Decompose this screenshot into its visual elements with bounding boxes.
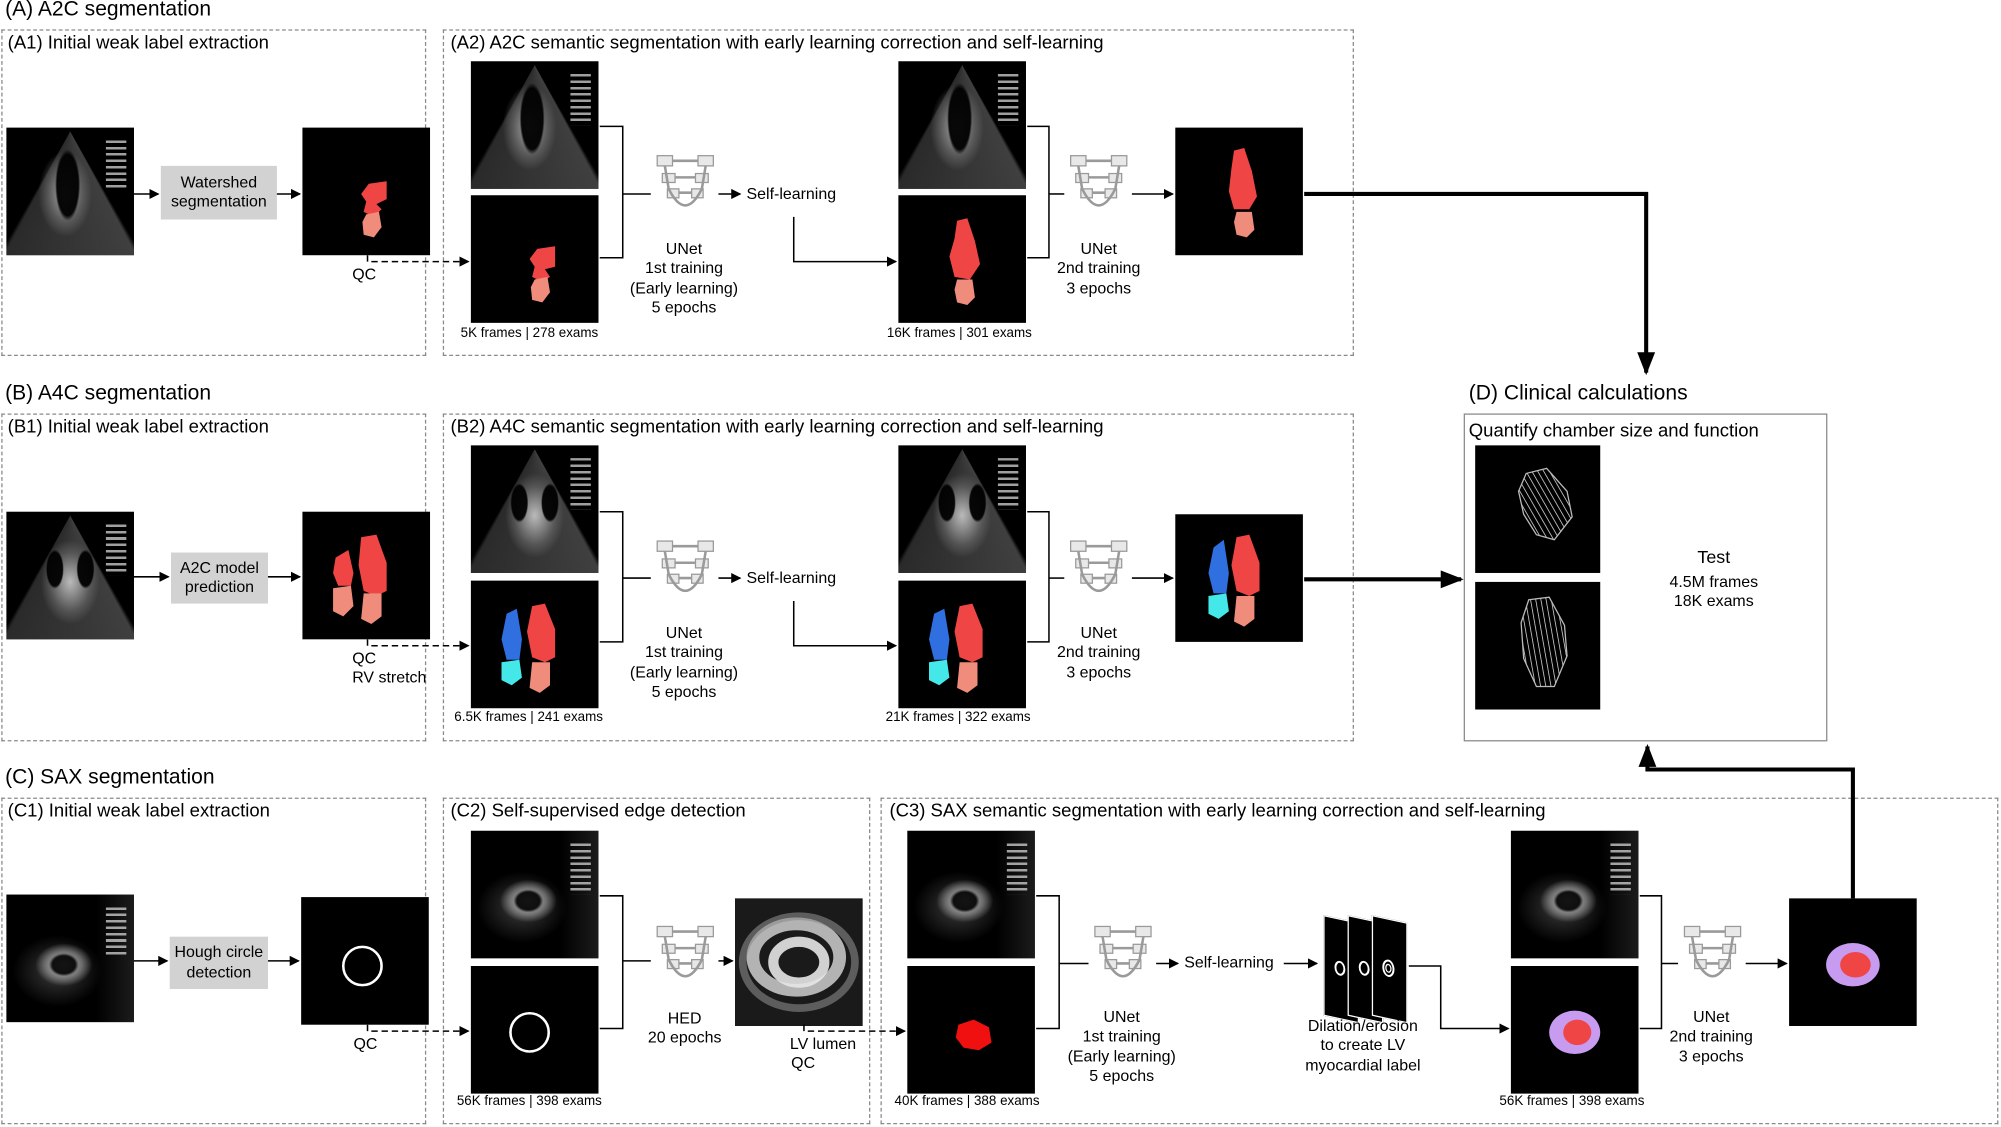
unet-icon [656, 540, 714, 593]
edge-map [735, 898, 863, 1026]
subtitle-c3: (C3) SAX semantic segmentation with earl… [889, 801, 1546, 822]
subtitle-d: Quantify chamber size and function [1468, 421, 1759, 442]
qc-label-a: QC [352, 265, 377, 284]
unet-icon [1070, 155, 1128, 207]
ultrasound-image-b2-top [470, 445, 599, 573]
qc-label-c: QC [353, 1034, 378, 1053]
test-title: Test [1697, 546, 1731, 567]
section-title-a: (A) A2C segmentation [5, 0, 212, 21]
footnote-c2: 56K frames | 398 exams [456, 1093, 602, 1109]
subtitle-a2: (A2) A2C semantic segmentation with earl… [450, 33, 1104, 54]
ultrasound-image-c3-top2 [1510, 830, 1639, 959]
segmentation-mask-a2-final [1175, 127, 1303, 256]
footnote-a2-second: 16K frames | 301 exams [886, 325, 1032, 341]
footnote-b2-second: 21K frames | 322 exams [885, 709, 1031, 725]
segmentation-mask-a2-pseudo [898, 195, 1026, 323]
self-learning-label-b: Self-learning [746, 569, 837, 588]
chamber-wireframe-top [1475, 445, 1601, 573]
ultrasound-image-b2-top2 [898, 445, 1026, 573]
segmentation-mask-c3-lumen [907, 966, 1035, 1094]
ultrasound-image-c3-top [907, 830, 1035, 959]
chamber-wireframe-bottom [1475, 581, 1601, 710]
footnote-b2-first: 6.5K frames | 241 exams [454, 709, 603, 725]
segmentation-mask-b1 [302, 511, 431, 640]
unet-icon [656, 155, 714, 207]
segmentation-mask-b2-weak [470, 580, 599, 709]
self-learning-label-c: Self-learning [1184, 953, 1274, 972]
subtitle-c1: (C1) Initial weak label extraction [7, 801, 270, 822]
dilation-frame-1 [1323, 914, 1360, 1024]
segmentation-mask-c3-pseudo [1510, 966, 1639, 1094]
subtitle-a1: (A1) Initial weak label extraction [7, 33, 269, 54]
ultrasound-image-c2-top [470, 830, 599, 959]
footnote-c3-second: 56K frames | 398 exams [1499, 1093, 1645, 1109]
panel-c3 [880, 797, 1999, 1125]
circle-label-c1 [301, 897, 429, 1025]
section-title-d: (D) Clinical calculations [1468, 381, 1688, 405]
segmentation-mask-a1 [302, 127, 431, 256]
footnote-c3-first: 40K frames | 388 exams [894, 1093, 1040, 1109]
segmentation-mask-b2-final [1175, 514, 1303, 642]
segmentation-mask-b2-pseudo [898, 580, 1026, 709]
ultrasound-image-a2-top2 [898, 61, 1026, 189]
section-title-c: (C) SAX segmentation [5, 765, 215, 789]
dilation-frame-3 [1371, 914, 1408, 1024]
dilation-frame-2 [1347, 914, 1384, 1024]
segmentation-mask-a2-weak [470, 195, 599, 323]
unet-icon [1070, 540, 1128, 593]
panel-c2 [442, 797, 871, 1125]
ultrasound-image-a4c-input [6, 511, 134, 640]
circle-label-c2 [470, 966, 599, 1094]
unet-icon [1683, 925, 1742, 978]
footnote-a2-first: 5K frames | 278 exams [460, 325, 599, 341]
subtitle-c2: (C2) Self-supervised edge detection [450, 801, 746, 822]
section-title-b: (B) A4C segmentation [5, 381, 212, 405]
subtitle-b2: (B2) A4C semantic segmentation with earl… [450, 417, 1104, 438]
self-learning-label-a: Self-learning [746, 185, 837, 203]
unet-icon [1094, 925, 1152, 978]
ultrasound-image-sax-input [6, 894, 134, 1023]
ultrasound-image-a2c-input [6, 127, 134, 256]
hed-icon [656, 925, 714, 978]
subtitle-b1: (B1) Initial weak label extraction [7, 417, 269, 438]
ultrasound-image-a2-top [470, 61, 599, 189]
segmentation-mask-c3-final [1789, 898, 1917, 1026]
